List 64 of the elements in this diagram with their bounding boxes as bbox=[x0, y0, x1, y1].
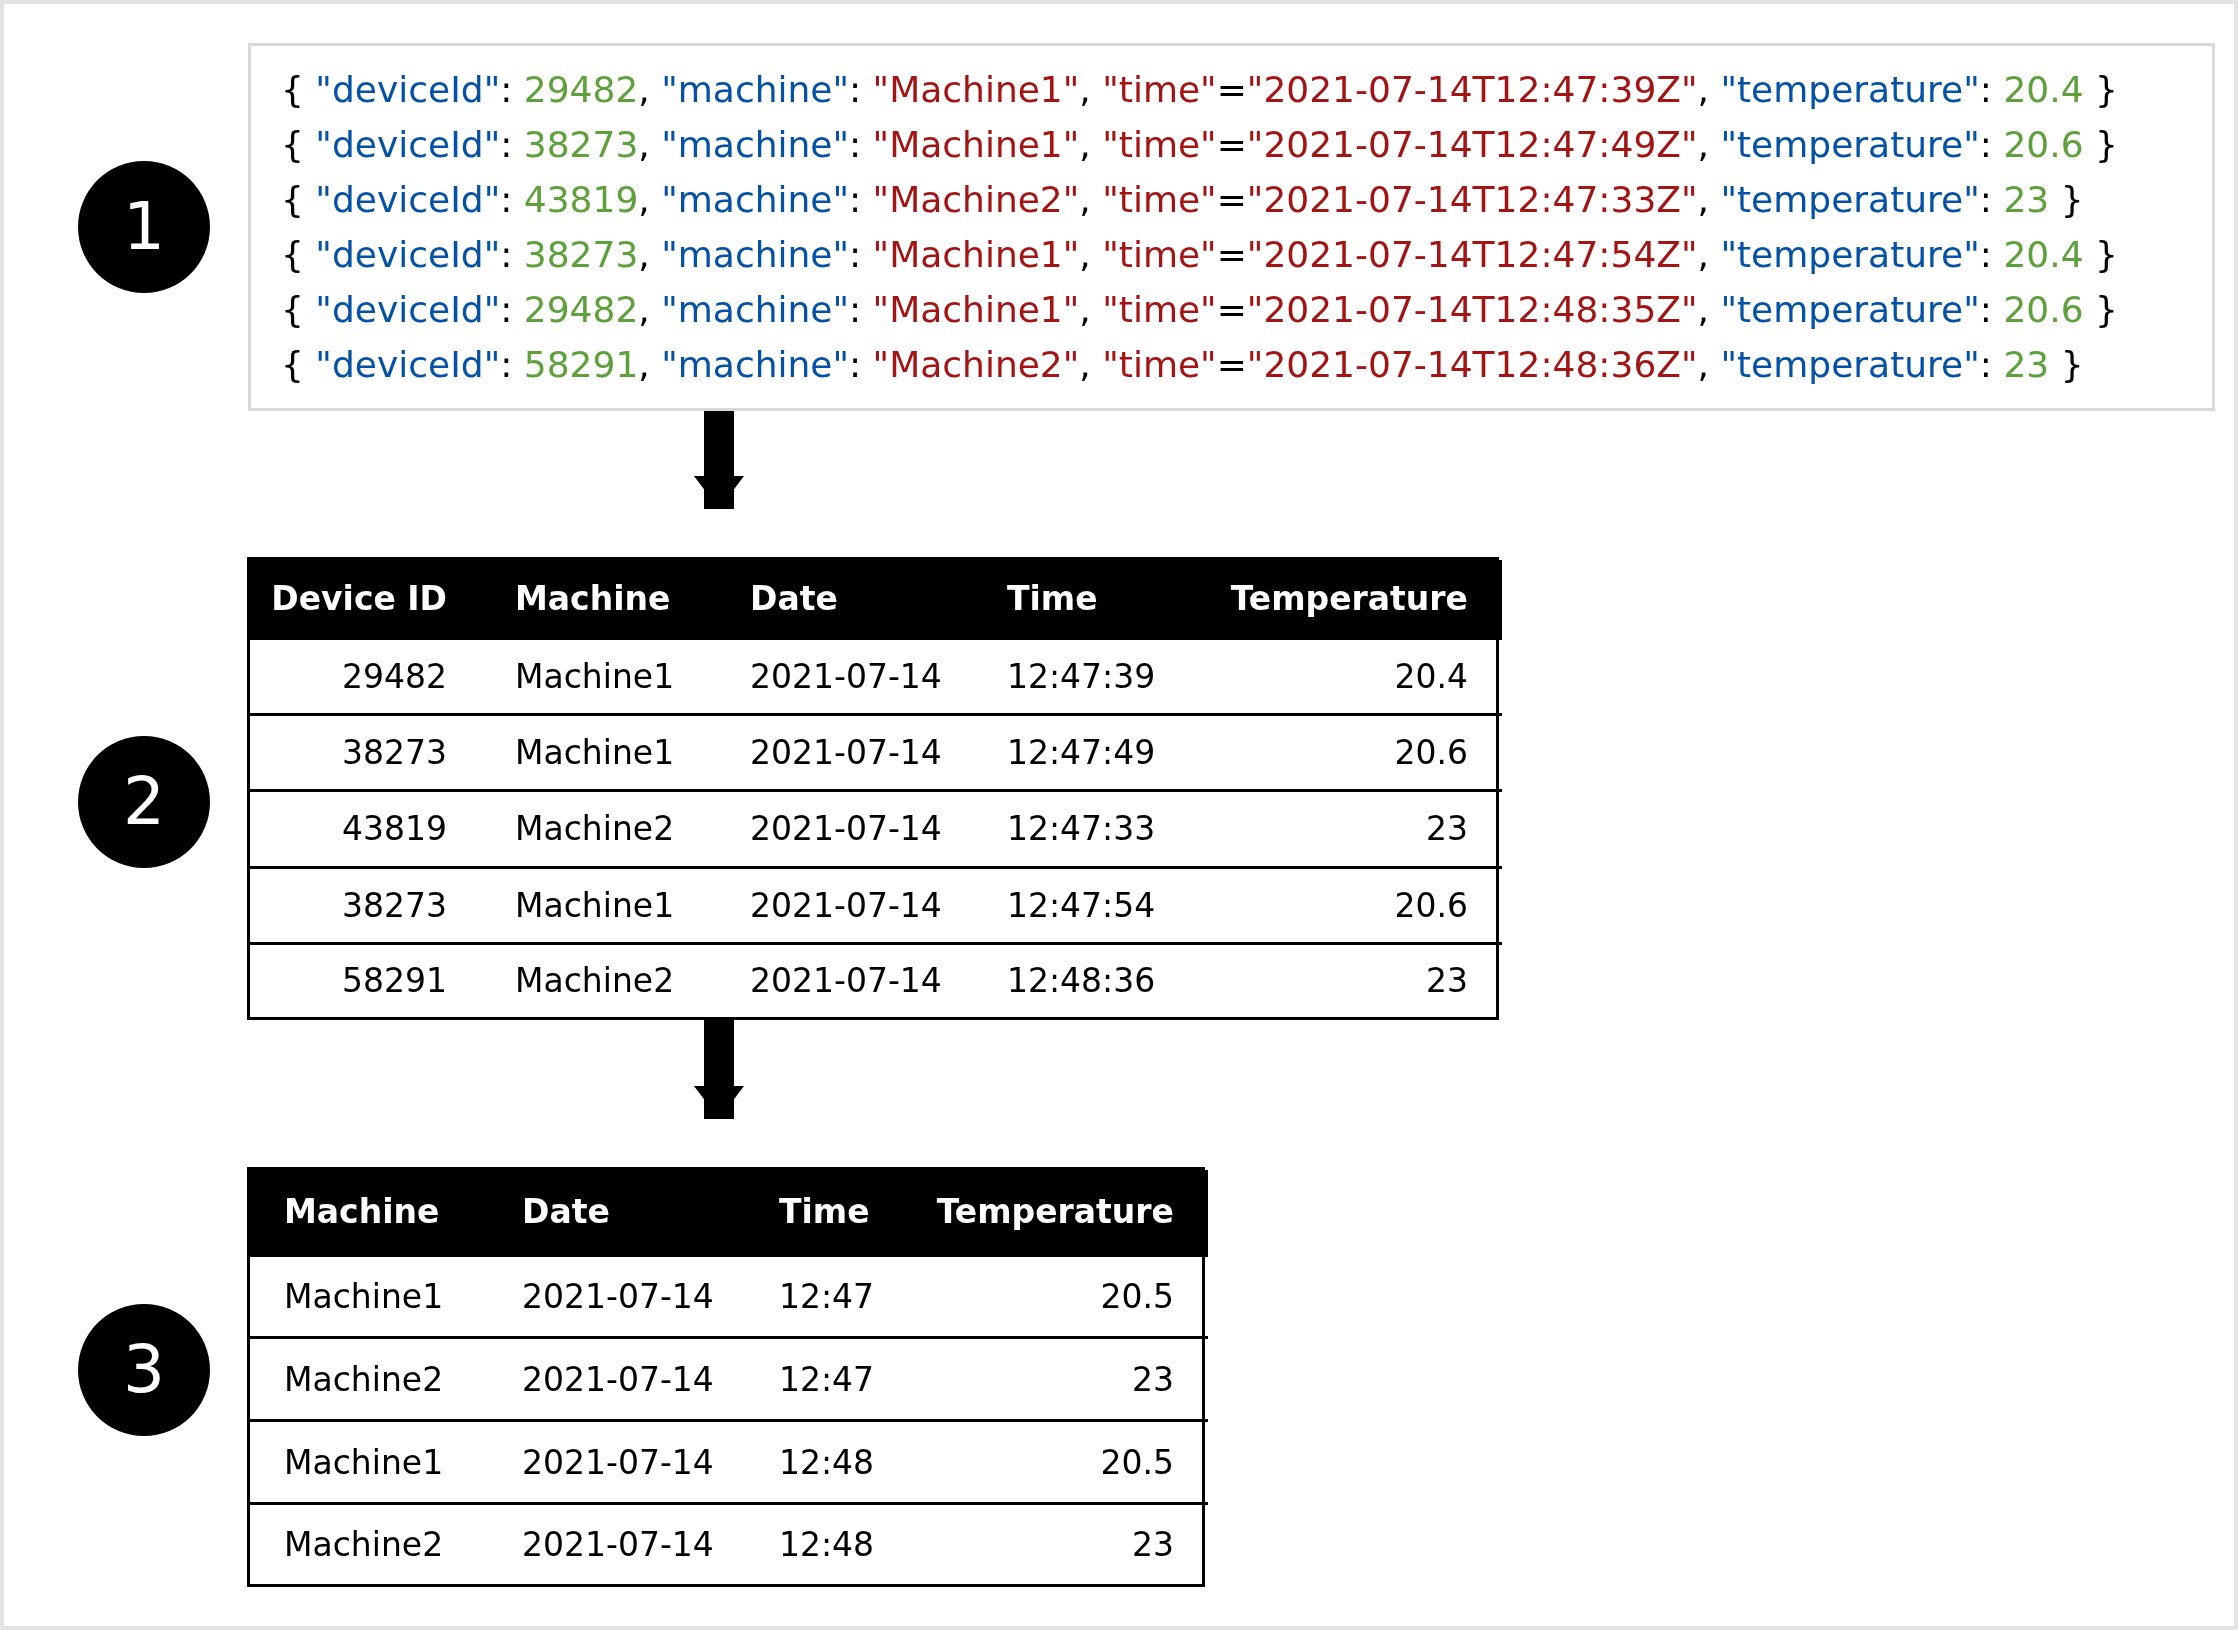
column-header: Date bbox=[488, 1170, 745, 1255]
down-arrow bbox=[694, 1020, 744, 1119]
table-cell: Machine2 bbox=[481, 943, 716, 1017]
table-cell: 12:48:36 bbox=[973, 943, 1201, 1017]
table-cell: 20.4 bbox=[1201, 638, 1502, 715]
table-cell: 2021-07-14 bbox=[716, 943, 973, 1017]
table-cell: 2021-07-14 bbox=[488, 1503, 745, 1584]
column-header: Temperature bbox=[1201, 560, 1502, 638]
table-cell: 12:47:49 bbox=[973, 714, 1201, 791]
table-cell: 23 bbox=[902, 1338, 1208, 1421]
table-cell: 43819 bbox=[250, 790, 481, 868]
callout-number: 2 bbox=[123, 769, 165, 835]
table-cell: 38273 bbox=[250, 714, 481, 791]
column-header: Date bbox=[716, 560, 973, 638]
column-header: Machine bbox=[250, 1170, 488, 1255]
table-cell: 12:47 bbox=[745, 1255, 902, 1338]
table-cell: 23 bbox=[1201, 943, 1502, 1017]
code-line: { "deviceId": 38273, "machine": "Machine1", "time"="2021-07-14T12:47:54Z", "temperature": 20.4 } bbox=[281, 233, 2118, 277]
table-cell: 2021-07-14 bbox=[716, 714, 973, 791]
callout-number: 3 bbox=[123, 1337, 165, 1403]
table-cell: 2021-07-14 bbox=[716, 867, 973, 944]
table-cell: 2021-07-14 bbox=[716, 790, 973, 868]
table-cell: 20.6 bbox=[1201, 867, 1502, 944]
table-cell: 2021-07-14 bbox=[488, 1338, 745, 1421]
down-arrow bbox=[694, 411, 744, 509]
table-cell: 20.5 bbox=[902, 1420, 1208, 1504]
table-cell: Machine1 bbox=[481, 638, 716, 715]
data-table bbox=[247, 557, 1499, 1020]
column-header: Time bbox=[745, 1170, 902, 1255]
data-table bbox=[247, 1167, 1205, 1587]
table-cell: Machine2 bbox=[250, 1338, 488, 1421]
code-line: { "deviceId": 58291, "machine": "Machine2", "time"="2021-07-14T12:48:36Z", "temperature": 23 } bbox=[281, 343, 2084, 387]
table-cell: Machine1 bbox=[481, 714, 716, 791]
table-cell: 23 bbox=[902, 1503, 1208, 1584]
column-header: Temperature bbox=[902, 1170, 1208, 1255]
table-cell: 20.5 bbox=[902, 1255, 1208, 1338]
code-line: { "deviceId": 43819, "machine": "Machine2", "time"="2021-07-14T12:47:33Z", "temperature": 23 } bbox=[281, 178, 2084, 222]
table-cell: 2021-07-14 bbox=[488, 1255, 745, 1338]
code-line: { "deviceId": 38273, "machine": "Machine1", "time"="2021-07-14T12:47:49Z", "temperature": 20.6 } bbox=[281, 123, 2118, 167]
code-line: { "deviceId": 29482, "machine": "Machine1", "time"="2021-07-14T12:48:35Z", "temperature": 20.6 } bbox=[281, 288, 2118, 332]
callout-number: 1 bbox=[123, 194, 165, 260]
table-cell: Machine1 bbox=[250, 1420, 488, 1504]
column-header: Machine bbox=[481, 560, 716, 638]
table-cell: Machine2 bbox=[250, 1503, 488, 1584]
table-cell: 23 bbox=[1201, 790, 1502, 868]
column-header: Time bbox=[973, 560, 1201, 638]
table-cell: 2021-07-14 bbox=[488, 1420, 745, 1504]
table-cell: 29482 bbox=[250, 638, 481, 715]
table-cell: 12:48 bbox=[745, 1420, 902, 1504]
json-code-panel bbox=[248, 43, 2215, 411]
table-cell: 12:47 bbox=[745, 1338, 902, 1421]
table-cell: 2021-07-14 bbox=[716, 638, 973, 715]
column-header: Device ID bbox=[250, 560, 481, 638]
table-cell: 12:47:33 bbox=[973, 790, 1201, 868]
table-cell: Machine2 bbox=[481, 790, 716, 868]
table-cell: Machine1 bbox=[481, 867, 716, 944]
table-cell: 58291 bbox=[250, 943, 481, 1017]
table-cell: 12:48 bbox=[745, 1503, 902, 1584]
table-cell: 38273 bbox=[250, 867, 481, 944]
table-cell: 12:47:39 bbox=[973, 638, 1201, 715]
table-cell: 12:47:54 bbox=[973, 867, 1201, 944]
code-line: { "deviceId": 29482, "machine": "Machine1", "time"="2021-07-14T12:47:39Z", "temperature": 20.4 } bbox=[281, 68, 2118, 112]
table-cell: 20.6 bbox=[1201, 714, 1502, 791]
table-cell: Machine1 bbox=[250, 1255, 488, 1338]
